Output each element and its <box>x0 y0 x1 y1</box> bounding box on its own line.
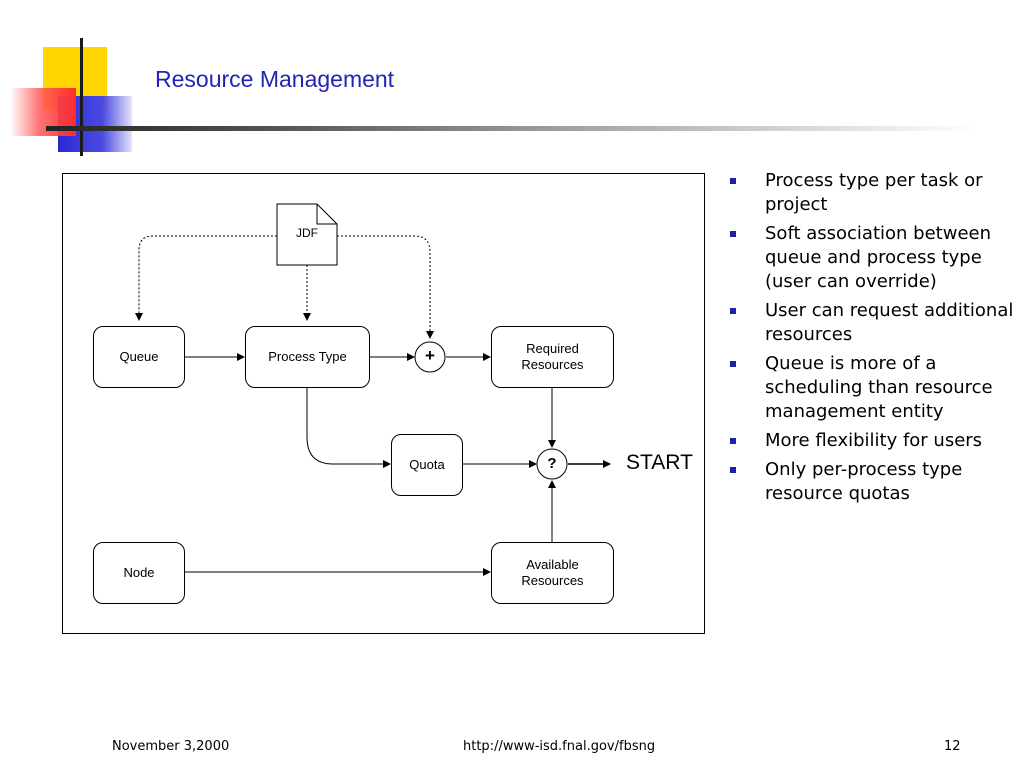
bullet-item: User can request additional resources <box>730 299 1015 347</box>
edge-jdf-queue <box>135 235 277 321</box>
required-resources-node: Required Resources <box>491 326 614 388</box>
footer-page-number: 12 <box>944 739 961 754</box>
bullet-list: Process type per task or project Soft as… <box>730 169 1015 511</box>
available-resources-node: Available Resources <box>491 542 614 604</box>
node-node: Node <box>93 542 185 604</box>
required-resources-node-label: Required Resources <box>521 341 584 372</box>
bullet-item: Soft association between queue and proce… <box>730 222 1015 294</box>
bullet-square-icon <box>730 231 736 237</box>
footer-url: http://www-isd.fnal.gov/fbsng <box>463 739 656 754</box>
bullet-square-icon <box>730 438 736 444</box>
bullet-item: More flexibility for users <box>730 429 1015 453</box>
edge-jdf-combine <box>337 235 434 339</box>
process-type-node: Process Type <box>245 326 370 388</box>
bullet-item: Queue is more of a scheduling than resou… <box>730 352 1015 424</box>
combine-symbol: + <box>425 346 435 365</box>
combine-circle <box>414 341 446 373</box>
title-underline <box>46 126 976 131</box>
bullet-square-icon <box>730 308 736 314</box>
decision-symbol: ? <box>547 455 557 472</box>
bullet-square-icon <box>730 361 736 367</box>
queue-node: Queue <box>93 326 185 388</box>
bullet-text: More flexibility for users <box>765 430 983 451</box>
logo-vertical-line <box>80 38 83 156</box>
edge-process-type-quota <box>306 388 391 468</box>
jdf-document-fold <box>316 204 337 225</box>
diagram-connectors <box>135 203 611 576</box>
decision-circle <box>536 448 568 480</box>
bullet-text: Process type per task or project <box>765 170 983 215</box>
jdf-document-shape <box>276 203 338 266</box>
node-node-label: Node <box>123 565 155 580</box>
bullet-text: Only per-process type resource quotas <box>765 459 963 504</box>
bullet-square-icon <box>730 467 736 473</box>
jdf-document-label: JDF <box>296 226 318 240</box>
bullet-item: Only per-process type resource quotas <box>730 458 1015 506</box>
bullet-text: Soft association between queue and proce… <box>765 223 992 292</box>
queue-node-label: Queue <box>119 349 159 364</box>
bullet-item: Process type per task or project <box>730 169 1015 217</box>
process-type-node-label: Process Type <box>268 349 347 364</box>
quota-node-label: Quota <box>409 457 445 472</box>
bullet-text: Queue is more of a scheduling than resou… <box>765 353 993 422</box>
quota-node: Quota <box>391 434 463 496</box>
available-resources-node-label: Available Resources <box>521 557 584 588</box>
diagram: JDF + ? Queue Process Type Required Reso… <box>62 173 705 634</box>
footer-date: November 3,2000 <box>112 739 230 754</box>
bullet-text: User can request additional resources <box>765 300 1014 345</box>
slide-title: Resource Management <box>155 66 395 92</box>
bullet-square-icon <box>730 178 736 184</box>
start-label: START <box>626 451 693 474</box>
